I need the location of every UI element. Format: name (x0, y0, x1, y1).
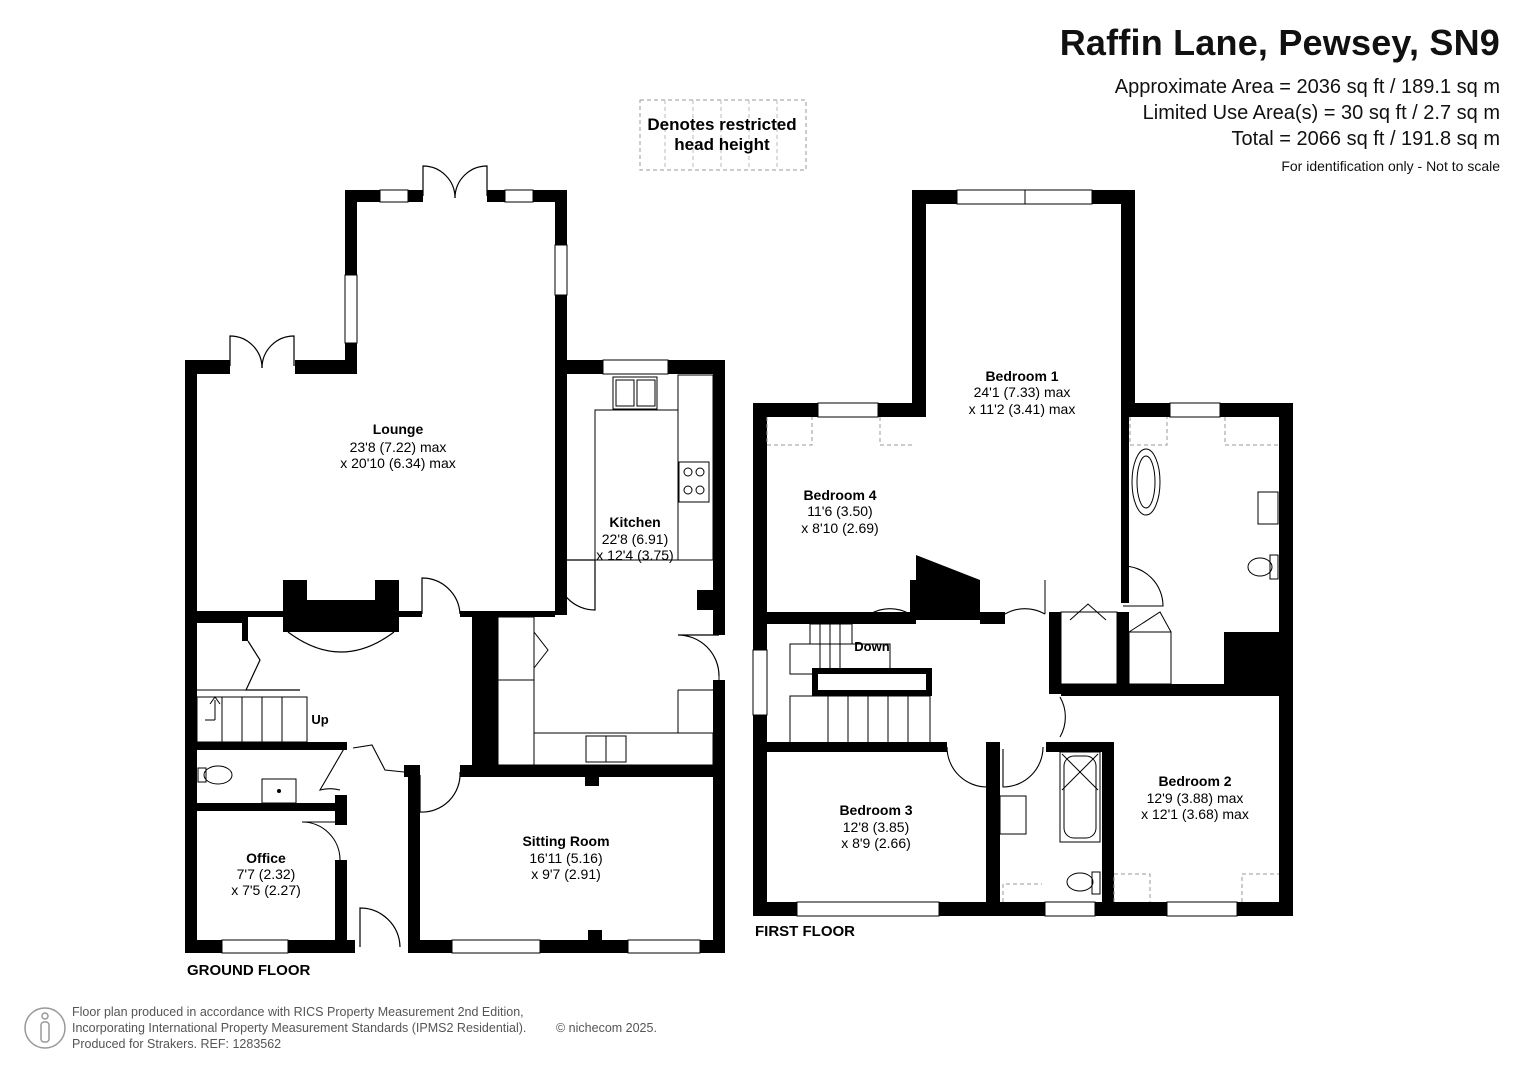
room-bedroom2-dim2: x 12'1 (3.68) max (1141, 806, 1249, 822)
room-bedroom1-dim1: 24'1 (7.33) max (974, 384, 1071, 400)
ground-floor-label: GROUND FLOOR (187, 962, 310, 979)
room-bedroom2-dim1: 12'9 (3.88) max (1147, 790, 1244, 806)
room-kitchen-name: Kitchen (609, 514, 660, 530)
room-bedroom4-name: Bedroom 4 (803, 487, 876, 503)
approximate-area: Approximate Area = 2036 sq ft / 189.1 sq… (1114, 76, 1500, 98)
legend-line-1: Denotes restricted (647, 115, 796, 134)
footer-line-1: Floor plan produced in accordance with R… (72, 1005, 524, 1019)
room-lounge-name: Lounge (373, 421, 424, 437)
room-kitchen-dim1: 22'8 (6.91) (602, 531, 669, 547)
room-sitting-name: Sitting Room (522, 833, 609, 849)
room-bedroom3-dim1: 12'8 (3.85) (843, 819, 910, 835)
room-lounge-dim1: 23'8 (7.22) max (350, 439, 447, 455)
ground-floor-plan (185, 165, 725, 954)
room-kitchen-dim2: x 12'4 (3.75) (596, 547, 673, 563)
first-floor-label: FIRST FLOOR (755, 923, 855, 940)
room-bedroom4-dim1: 11'6 (3.50) (807, 503, 872, 519)
first-floor-labels: Bedroom 1 24'1 (7.33) max x 11'2 (3.41) … (755, 368, 1249, 940)
room-bedroom1-dim2: x 11'2 (3.41) max (969, 401, 1076, 417)
room-bedroom3-name: Bedroom 3 (839, 802, 912, 818)
total-area: Total = 2066 sq ft / 191.8 sq m (1231, 128, 1501, 150)
person-logo-icon (24, 1007, 66, 1049)
ground-floor-labels: Lounge 23'8 (7.22) max x 20'10 (6.34) ma… (187, 421, 674, 979)
room-bedroom4-dim2: x 8'10 (2.69) (801, 520, 878, 536)
room-sitting-dim2: x 9'7 (2.91) (531, 866, 601, 882)
stairs-up-label: Up (311, 712, 328, 727)
room-bedroom2-name: Bedroom 2 (1158, 773, 1231, 789)
limited-use-area: Limited Use Area(s) = 30 sq ft / 2.7 sq … (1142, 102, 1500, 124)
room-lounge-dim2: x 20'10 (6.34) max (340, 455, 456, 471)
room-office-name: Office (246, 850, 286, 866)
stairs-down-label: Down (854, 639, 889, 654)
room-office-dim2: x 7'5 (2.27) (231, 882, 301, 898)
identification-note: For identification only - Not to scale (1281, 158, 1500, 174)
first-floor-plan (752, 189, 1293, 917)
property-title: Raffin Lane, Pewsey, SN9 (1059, 22, 1500, 63)
copyright: © nichecom 2025. (556, 1021, 657, 1035)
restricted-height-legend: Denotes restricted head height (639, 99, 807, 171)
room-bedroom1-name: Bedroom 1 (985, 368, 1058, 384)
footer-line-2: Incorporating International Property Mea… (72, 1021, 527, 1035)
legend-line-2: head height (674, 135, 770, 154)
footer-line-3: Produced for Strakers. REF: 1283562 (72, 1037, 282, 1051)
room-sitting-dim1: 16'11 (5.16) (529, 850, 602, 866)
room-bedroom3-dim2: x 8'9 (2.66) (841, 835, 911, 851)
restricted-height-zones (766, 417, 1279, 902)
room-office-dim1: 7'7 (2.32) (237, 866, 296, 882)
